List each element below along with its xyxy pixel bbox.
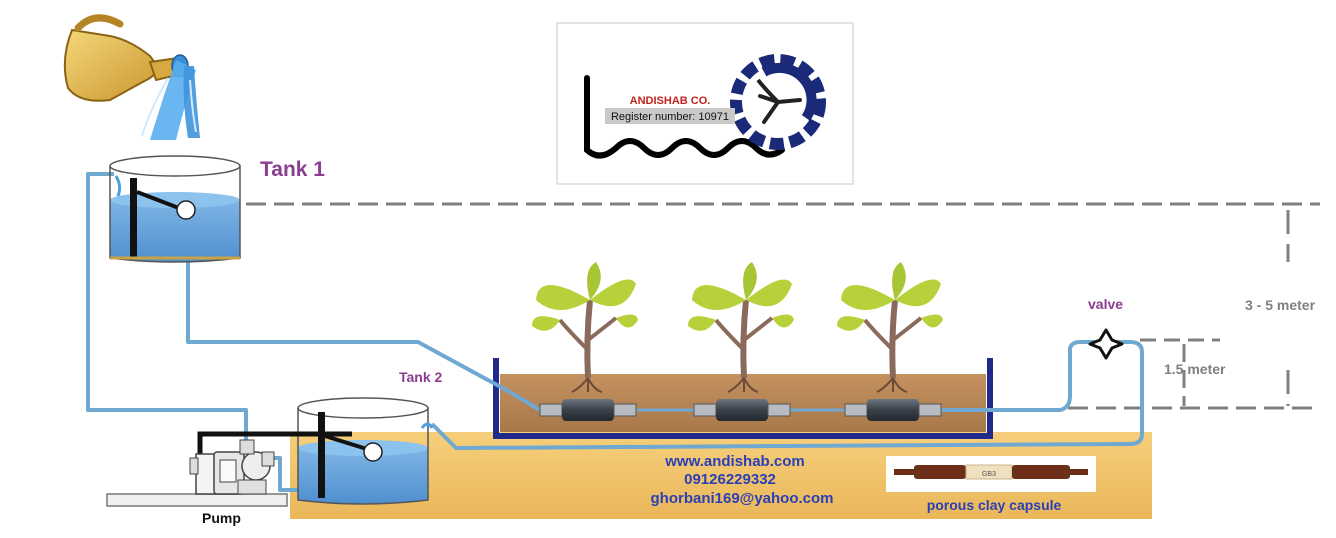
pump-label: Pump [202,510,241,526]
clay-capsule-2 [693,399,791,421]
plant-3 [837,262,943,393]
capsule-label: porous clay capsule [927,497,1062,513]
height-total-label: 3 - 5 meter [1245,297,1316,313]
capsule-photo: GB3 [886,456,1096,492]
height-small-label: 1.5 meter [1164,361,1226,377]
valve-icon[interactable] [1088,328,1124,360]
pump-base [106,493,288,507]
plant-1 [532,262,638,393]
website-link[interactable]: www.andishab.com [664,453,804,470]
valve-label: valve [1088,296,1123,312]
logo-register-number: Register number: 10971 [611,111,729,123]
tank-2 [297,397,434,505]
plant-2 [688,262,794,393]
logo-company-name: ANDISHAB CO. [630,95,711,107]
gear-icon [730,54,826,150]
pump-icon [189,439,275,495]
clay-capsule-1 [539,399,637,421]
watering-can-icon [63,14,200,140]
height-guides [246,202,1320,410]
pipes [86,172,1144,492]
tank-2-label: Tank 2 [399,369,443,385]
tank-1-label: Tank 1 [260,158,325,181]
clay-capsule-3 [844,399,942,421]
email-link[interactable]: ghorbani169@yahoo.com [651,490,834,507]
phone-number: 09126229332 [684,471,776,488]
pump-control-rod [197,431,352,454]
capsule-mark: GB3 [982,471,996,478]
tank-1 [109,155,241,263]
company-logo: ANDISHAB CO. Register number: 10971 [556,22,854,185]
